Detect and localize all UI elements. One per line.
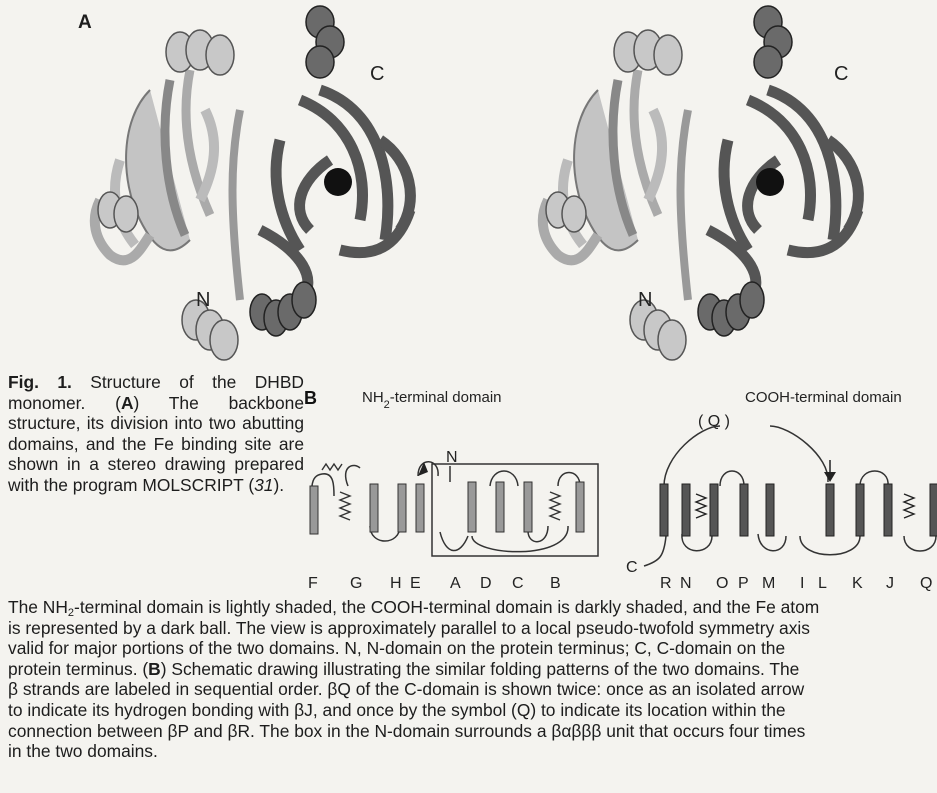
n-domain-light-ribbons xyxy=(543,70,688,300)
caption-line: is represented by a dark ball. The view … xyxy=(8,618,937,639)
c-domain-strand-labels: R N O P M I L K J Q xyxy=(660,575,932,592)
c-terminus-label: C xyxy=(370,63,384,85)
strand-label: C xyxy=(512,575,524,592)
caption-panel-ref-a: A xyxy=(121,393,134,413)
fe-atom xyxy=(756,168,784,196)
caption-line: to indicate its hydrogen bonding with βJ… xyxy=(8,700,937,721)
caption-line: β strands are labeled in sequential orde… xyxy=(8,679,937,700)
n-domain-strands xyxy=(310,482,584,534)
c-domain-title: COOH-terminal domain xyxy=(745,389,902,406)
n-terminus-label: N xyxy=(196,289,210,311)
caption-line: valid for major portions of the two doma… xyxy=(8,638,937,659)
n-terminus-label: N xyxy=(638,289,652,311)
c-domain-strands xyxy=(660,484,937,536)
figure-number: Fig. 1. xyxy=(8,372,72,392)
caption-full-width: The NH2-terminal domain is lightly shade… xyxy=(8,597,937,762)
c-terminus-label: C xyxy=(834,63,848,85)
caption-line: in the two domains. xyxy=(8,741,937,762)
c-domain-c-label: C xyxy=(626,559,638,576)
c-domain-helix-coils xyxy=(696,494,914,518)
n-domain-light-ribbons xyxy=(95,70,240,300)
caption-reference: 31 xyxy=(254,475,273,495)
c-domain-dark-ribbons xyxy=(708,90,858,300)
c-domain-arrowhead-icon xyxy=(824,472,836,482)
strand-label: G xyxy=(350,575,362,592)
caption-side-block: Fig. 1. Structure of the DHBD monomer. (… xyxy=(8,372,304,496)
strand-label: N xyxy=(680,575,692,592)
n-domain-n-label: N xyxy=(446,449,458,466)
strand-label: I xyxy=(800,575,804,592)
strand-label: E xyxy=(410,575,421,592)
strand-label: F xyxy=(308,575,318,592)
fe-atom xyxy=(324,168,352,196)
panel-b-schematic: B NH2-terminal domain COOH-terminal doma… xyxy=(300,386,937,596)
panel-b-label: B xyxy=(304,388,317,408)
stereo-structure-left: C N xyxy=(0,0,460,380)
strand-label: D xyxy=(480,575,492,592)
strand-label: B xyxy=(550,575,561,592)
n-domain-title: NH2-terminal domain xyxy=(362,389,502,411)
strand-label: L xyxy=(818,575,827,592)
caption-text-3: ). xyxy=(273,475,284,495)
n-domain-topology xyxy=(312,462,580,552)
n-domain-strand-labels: F G H E A D C B xyxy=(308,575,561,592)
strand-label: K xyxy=(852,575,863,592)
strand-label: J xyxy=(886,575,894,592)
stereo-structure-right: C N xyxy=(448,0,908,380)
strand-label: R xyxy=(660,575,672,592)
strand-label: H xyxy=(390,575,402,592)
caption-line: connection between βP and βR. The box in… xyxy=(8,721,937,742)
strand-label: A xyxy=(450,575,461,592)
strand-label: O xyxy=(716,575,728,592)
strand-label: P xyxy=(738,575,749,592)
caption-line: protein terminus. (B) Schematic drawing … xyxy=(8,659,937,680)
strand-label: M xyxy=(762,575,775,592)
strand-label: Q xyxy=(920,575,932,592)
caption-line: The NH2-terminal domain is lightly shade… xyxy=(8,597,937,618)
